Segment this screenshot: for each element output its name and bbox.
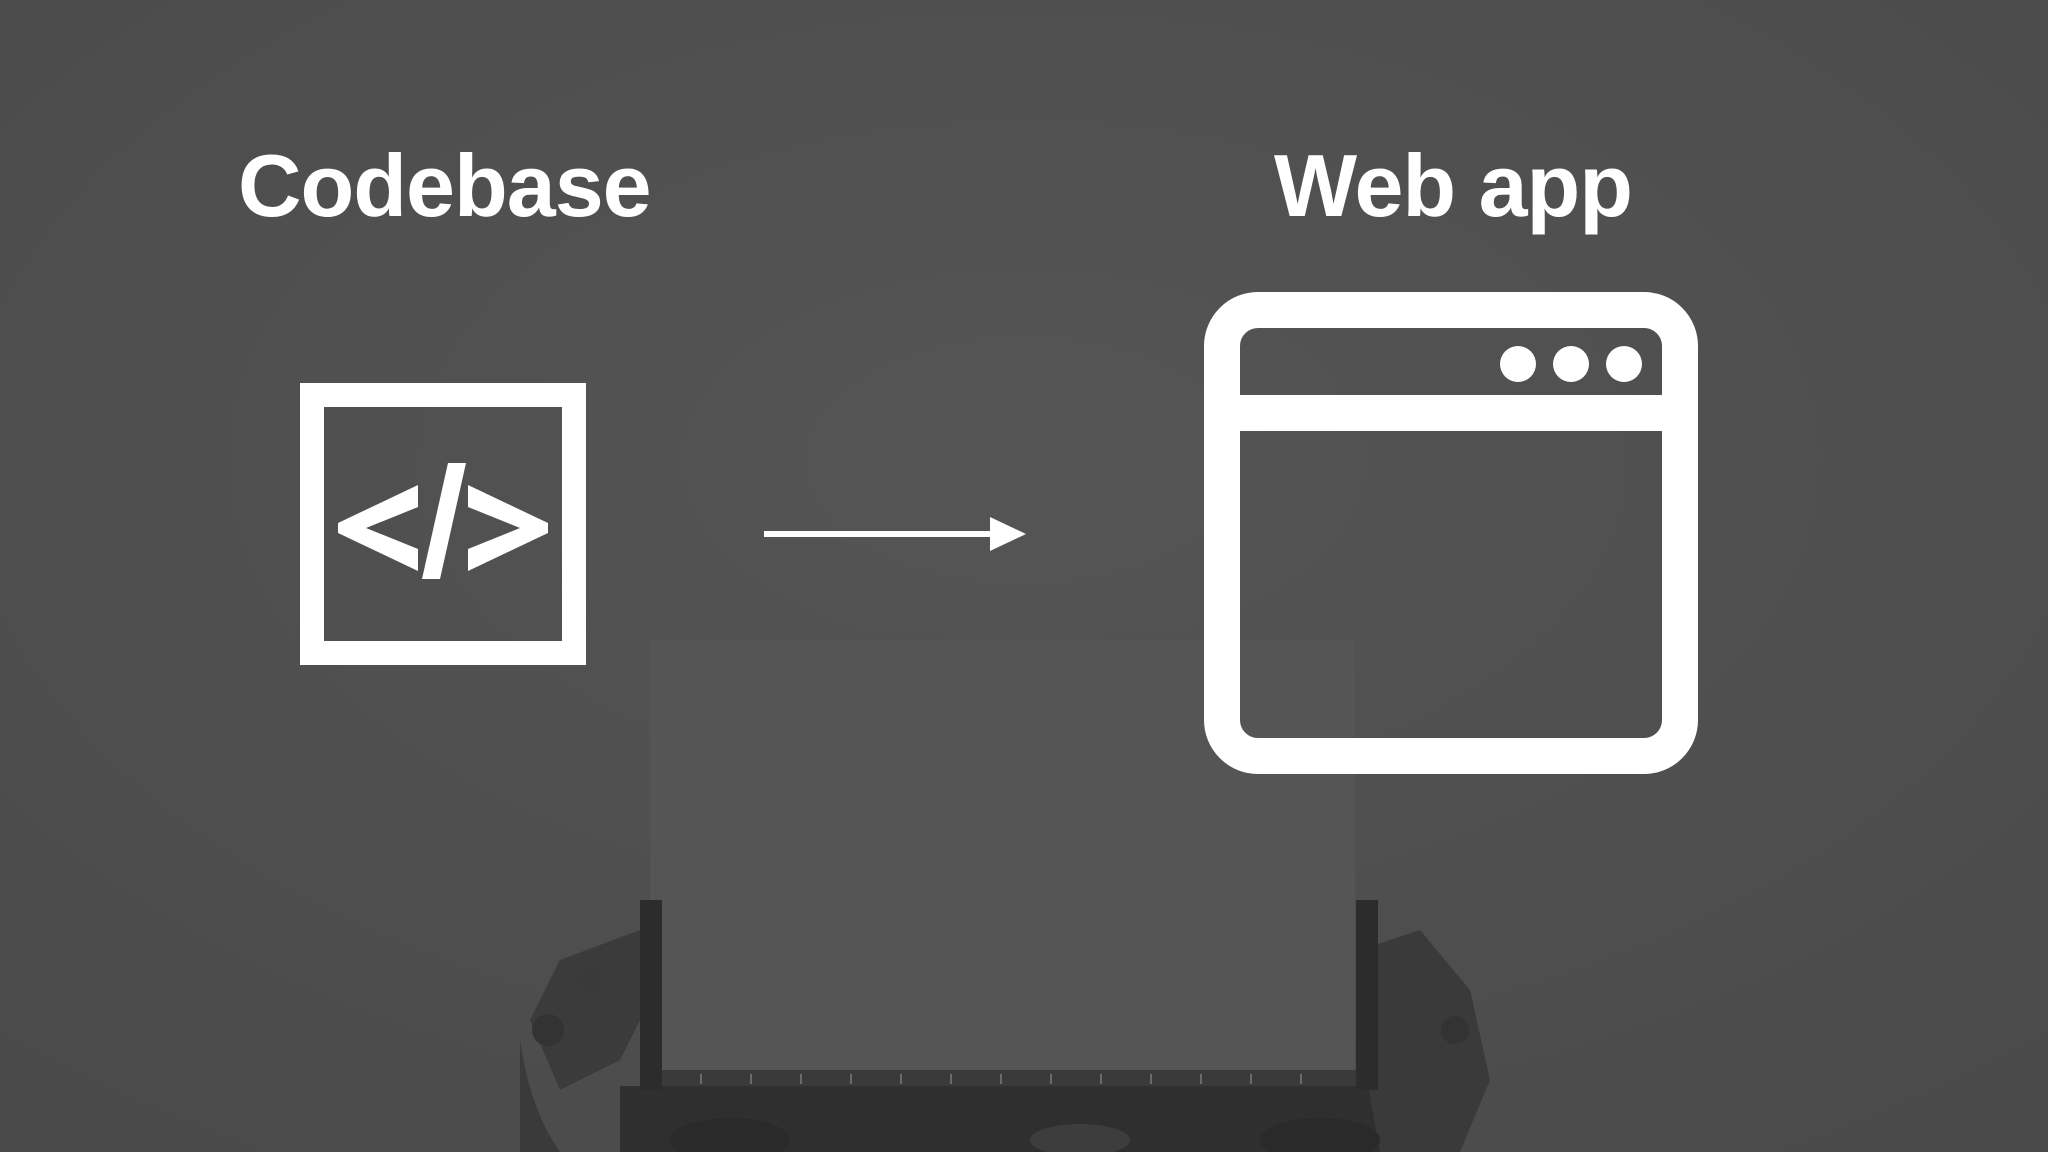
arrow-right-icon	[764, 517, 1026, 551]
web-app-label: Web app	[1274, 136, 1633, 235]
code-icon	[300, 383, 586, 665]
codebase-label: Codebase	[238, 136, 652, 235]
browser-window-icon	[1204, 292, 1698, 774]
